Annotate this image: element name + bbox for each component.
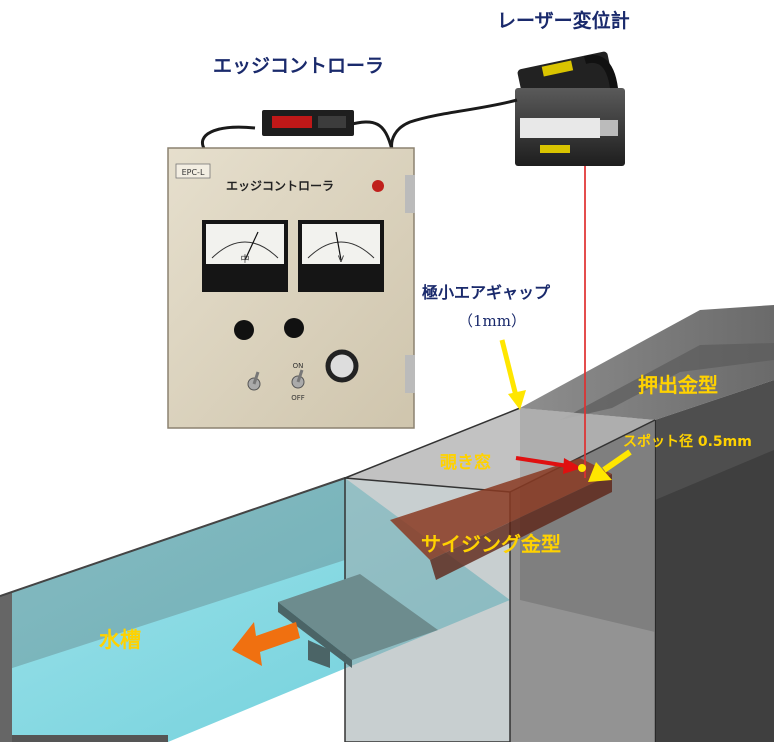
knob-middle [284, 318, 304, 338]
power-lamp [372, 180, 384, 192]
panel-title: エッジコントローラ [226, 179, 334, 193]
edge-controller-panel: EPC-L エッジコントローラ 中 V O [167, 147, 415, 429]
orange-arrow-icon [232, 622, 300, 666]
meter-right: V [298, 220, 384, 292]
yellow-arrow-icon [499, 339, 526, 410]
toggle-switch-right: ON OFF [291, 362, 305, 402]
toggle-switch-left [247, 371, 261, 391]
air-gap-label: 極小エアギャップ [421, 283, 551, 302]
dial-knob [325, 349, 359, 383]
meter-left-mark: 中 [240, 253, 249, 265]
spot-arrow-icon [588, 449, 632, 482]
air-gap-value: （1mm） [458, 312, 526, 330]
laser-sensor-label: レーザー変位計 [497, 9, 630, 32]
panel-badge: EPC-L [182, 168, 205, 177]
meter-left: 中 [202, 220, 288, 292]
meter-right-mark: V [338, 255, 345, 265]
switch-off-label: OFF [291, 394, 305, 402]
sizing-die [344, 407, 656, 742]
switch-on-label: ON [293, 362, 304, 370]
sight-window-label: 覗き窓 [440, 452, 491, 473]
edge-controller-label: エッジコントローラ [213, 55, 384, 77]
controller-amplifier [262, 110, 354, 136]
laser-sensor-device [515, 51, 625, 166]
water-tank-label: 水槽 [99, 628, 141, 652]
extruded-profile [278, 458, 612, 668]
red-arrow-icon [515, 456, 582, 474]
sight-window-marker [578, 464, 586, 472]
sensor-cable [201, 98, 518, 151]
extrusion-die-label: 押出金型 [638, 373, 718, 397]
sizing-die-label: サイジング金型 [421, 532, 561, 556]
spot-diameter-label: スポット径 0.5mm [623, 433, 752, 450]
knob-left [234, 320, 254, 340]
